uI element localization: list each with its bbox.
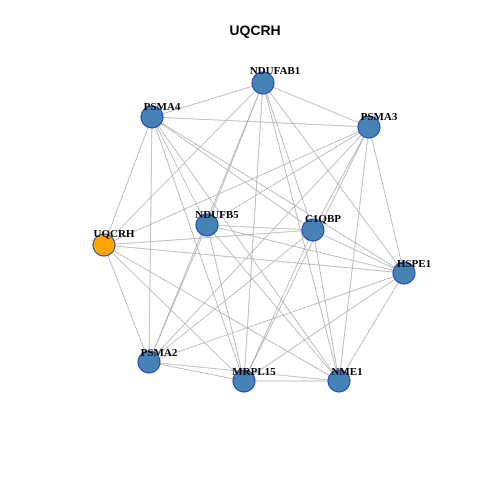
edge-psma4-mrpl15 bbox=[151, 116, 245, 382]
edge-ndufab1-nme1 bbox=[262, 82, 340, 382]
node-label-psma4: PSMA4 bbox=[144, 101, 181, 113]
edge-psma4-ndufb5 bbox=[151, 116, 208, 226]
edge-ndufab1-psma3 bbox=[262, 82, 370, 128]
edge-c1qbp-hspe1 bbox=[312, 229, 405, 274]
node-label-psma3: PSMA3 bbox=[361, 111, 398, 123]
edge-psma3-nme1 bbox=[338, 126, 370, 382]
edge-uqcrh-hspe1 bbox=[103, 244, 405, 274]
edge-uqcrh-nme1 bbox=[103, 244, 340, 382]
edge-psma3-hspe1 bbox=[368, 126, 405, 274]
edge-psma4-uqcrh bbox=[103, 116, 153, 246]
edge-ndufab1-psma4 bbox=[151, 82, 264, 118]
edge-layer bbox=[103, 82, 405, 382]
node-label-nme1: NME1 bbox=[331, 366, 362, 378]
edge-psma4-hspe1 bbox=[151, 116, 405, 274]
edge-psma3-c1qbp bbox=[312, 126, 370, 231]
edge-ndufab1-c1qbp bbox=[262, 82, 314, 231]
node-psma4[interactable] bbox=[140, 105, 164, 129]
node-label-ndufab1: NDUFAB1 bbox=[250, 65, 301, 77]
edge-ndufb5-nme1 bbox=[206, 224, 340, 382]
edge-c1qbp-psma2 bbox=[148, 229, 314, 363]
edge-psma3-psma2 bbox=[148, 126, 370, 363]
edge-c1qbp-mrpl15 bbox=[243, 229, 314, 382]
node-label-mrpl15: MRPL15 bbox=[232, 366, 276, 378]
node-hspe1[interactable] bbox=[392, 261, 416, 285]
node-psma2[interactable] bbox=[137, 350, 161, 374]
edge-psma4-psma2 bbox=[148, 116, 153, 363]
edge-c1qbp-uqcrh bbox=[103, 229, 314, 246]
edge-ndufab1-uqcrh bbox=[103, 82, 264, 246]
node-c1qbp[interactable] bbox=[301, 218, 325, 242]
node-label-uqcrh: UQCRH bbox=[94, 228, 135, 240]
edge-uqcrh-mrpl15 bbox=[103, 244, 245, 382]
edge-uqcrh-psma2 bbox=[103, 244, 150, 363]
node-mrpl15[interactable] bbox=[232, 369, 256, 393]
edge-ndufb5-hspe1 bbox=[206, 224, 405, 274]
edge-psma2-mrpl15 bbox=[148, 361, 245, 382]
edge-psma3-mrpl15 bbox=[243, 126, 370, 382]
edge-hspe1-nme1 bbox=[338, 272, 405, 382]
edge-psma3-uqcrh bbox=[103, 126, 370, 246]
node-label-psma2: PSMA2 bbox=[141, 347, 178, 359]
edge-hspe1-psma2 bbox=[148, 272, 405, 363]
node-label-c1qbp: C1QBP bbox=[305, 213, 341, 225]
node-ndufb5[interactable] bbox=[195, 213, 219, 237]
node-label-ndufb5: NDUFB5 bbox=[195, 209, 239, 221]
graph-title: UQCRH bbox=[229, 22, 280, 38]
edge-psma4-nme1 bbox=[151, 116, 340, 382]
edge-ndufb5-psma2 bbox=[148, 224, 208, 363]
edge-psma4-psma3 bbox=[151, 116, 370, 128]
node-nme1[interactable] bbox=[327, 369, 351, 393]
node-ndufab1[interactable] bbox=[251, 71, 275, 95]
node-uqcrh[interactable] bbox=[92, 233, 116, 257]
edge-ndufb5-c1qbp bbox=[206, 224, 314, 231]
edge-hspe1-mrpl15 bbox=[243, 272, 405, 382]
edge-psma4-c1qbp bbox=[151, 116, 314, 231]
edge-ndufab1-mrpl15 bbox=[243, 82, 264, 382]
edge-ndufb5-mrpl15 bbox=[206, 224, 245, 382]
edge-c1qbp-nme1 bbox=[312, 229, 340, 382]
node-label-hspe1: HSPE1 bbox=[397, 258, 431, 270]
node-psma3[interactable] bbox=[357, 115, 381, 139]
edge-psma3-ndufb5 bbox=[206, 126, 370, 226]
edge-ndufab1-hspe1 bbox=[262, 82, 405, 274]
